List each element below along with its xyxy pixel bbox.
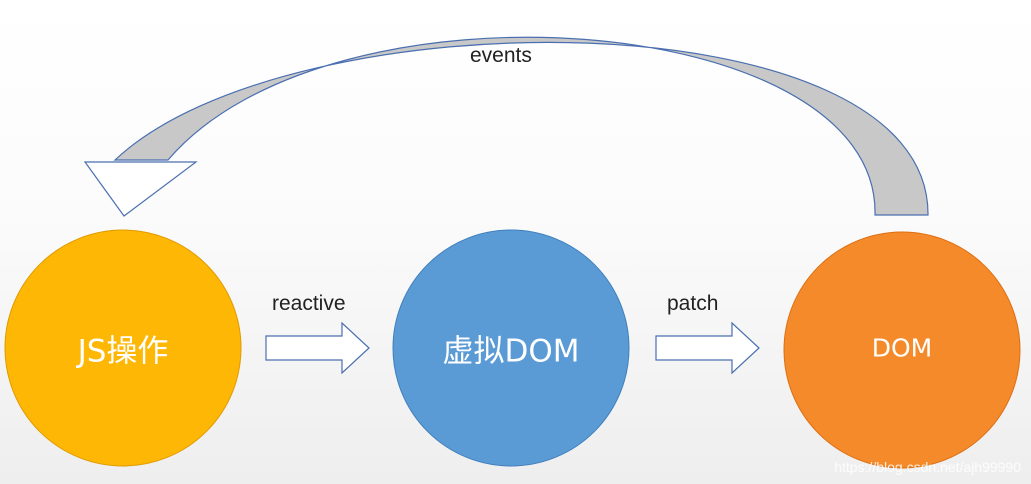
node-dom-circle — [783, 231, 1021, 469]
events-arrow-body — [113, 36, 929, 216]
edge-label-events: events — [470, 44, 532, 67]
node-js-circle — [4, 229, 242, 467]
node-dom-label: DOM — [871, 333, 933, 363]
edge-label-patch: patch — [667, 292, 719, 315]
node-js-label: JS操作 — [77, 333, 169, 370]
reactive-arrow — [265, 321, 370, 375]
patch-arrow — [655, 321, 760, 375]
watermark-text: https://blog.csdn.net/ajh99990 — [834, 459, 1021, 475]
node-vdom-label: 虚拟DOM — [442, 333, 580, 370]
events-arrow-head — [83, 161, 198, 217]
edge-label-reactive: reactive — [272, 292, 346, 315]
node-vdom-circle — [392, 229, 630, 467]
